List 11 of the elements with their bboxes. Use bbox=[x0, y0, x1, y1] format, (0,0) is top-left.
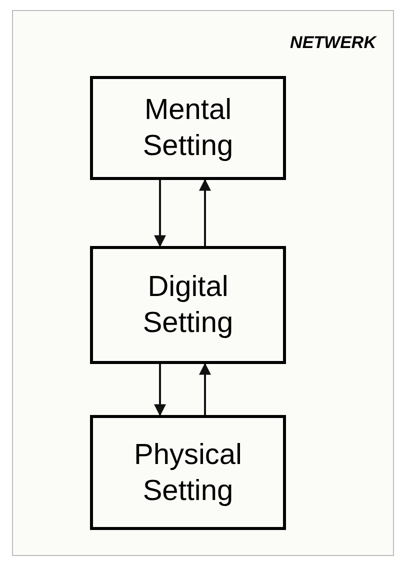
arrow bbox=[154, 180, 166, 248]
setting-box bbox=[90, 415, 286, 530]
box-label: Physical Setting bbox=[133, 438, 243, 508]
setting-box bbox=[90, 76, 286, 180]
box-label: Digital Setting bbox=[142, 270, 234, 341]
arrow bbox=[199, 178, 211, 246]
arrow bbox=[154, 364, 166, 416]
setting-box bbox=[90, 246, 286, 364]
title: NETWERK bbox=[290, 32, 376, 54]
arrow bbox=[199, 362, 211, 415]
box-label: Mental Setting bbox=[142, 93, 234, 164]
